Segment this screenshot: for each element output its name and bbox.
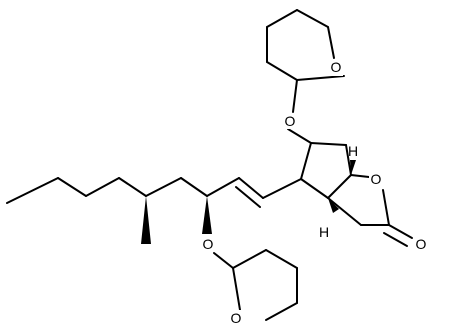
carbonyl-oxygen-label: O [416, 236, 427, 252]
alkene-side-chain [206, 177, 302, 208]
top-ether-oxygen-label: O [285, 113, 296, 129]
lower-stereo-hydrogen-label: H [319, 224, 329, 240]
atom-labels: O O O O O O H H [201, 59, 428, 326]
upper-stereo-hydrogen-label: H [348, 143, 358, 159]
upper-stereo-hydrogen-wedge [350, 160, 356, 175]
bottom-ether-oxygen-label: O [203, 236, 214, 252]
bottom-thp-ring-oxygen-label: O [231, 310, 242, 326]
lower-stereo-hydrogen-wedge [328, 198, 339, 213]
bottom-ether-linkage [213, 252, 234, 269]
top-thp-ring-oxygen-label: O [331, 59, 342, 75]
lactone-ring [327, 174, 390, 226]
top-ether-linkage [287, 79, 312, 144]
cyclopentane-ring [300, 142, 352, 199]
bottom-tetrahydropyran-ring [232, 249, 298, 321]
methyl-wedge [141, 196, 151, 244]
carbonyl-double-bond [383, 224, 413, 247]
lower-ether-wedge [202, 196, 212, 234]
top-tetrahydropyran-ring [266, 9, 345, 81]
alkyl-chain [6, 177, 208, 204]
lactone-ring-oxygen-label: O [371, 171, 382, 187]
